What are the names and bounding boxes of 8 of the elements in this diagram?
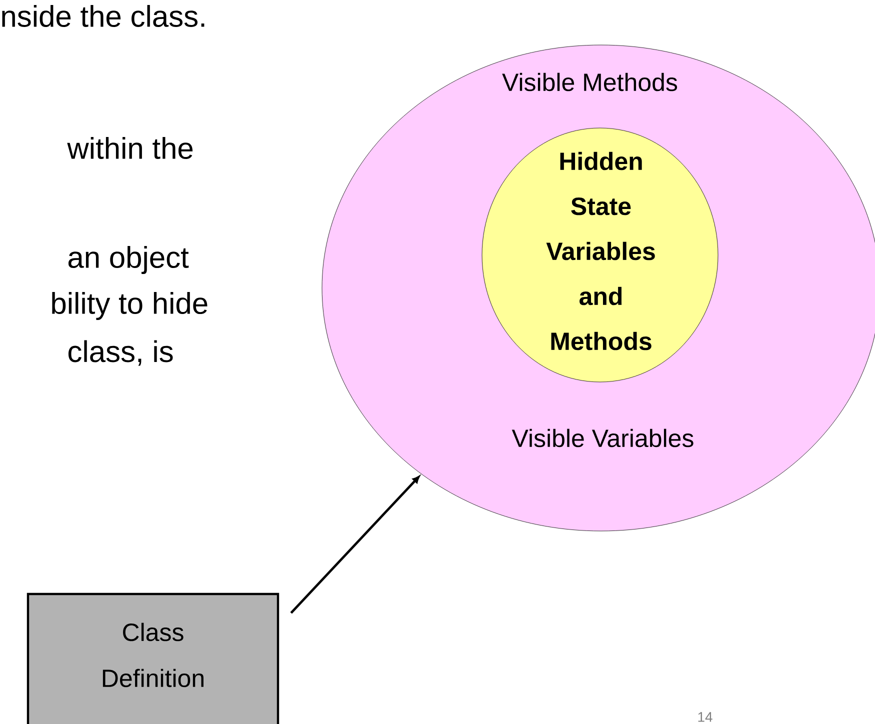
body-text: class, is	[68, 340, 173, 366]
body-text: bility to hide	[52, 292, 208, 320]
class-definition-box: Class Definition	[26, 592, 280, 724]
body-text: nside the class.	[2, 4, 204, 28]
arrow	[290, 476, 420, 614]
page-number: 14	[698, 712, 712, 722]
body-text: within the	[67, 136, 193, 160]
body-text: an object	[68, 246, 189, 274]
